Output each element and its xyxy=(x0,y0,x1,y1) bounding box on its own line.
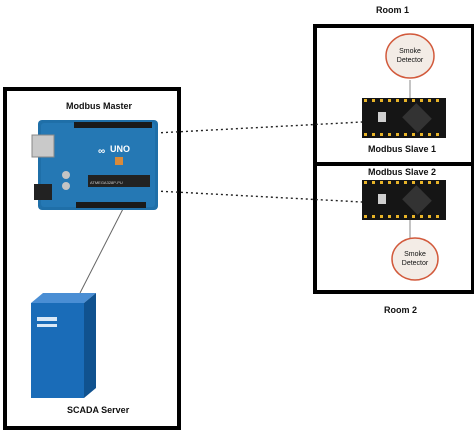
slave-2-board xyxy=(362,180,446,220)
slave-2-label: Modbus Slave 2 xyxy=(368,167,437,177)
scada-server-icon xyxy=(31,293,96,398)
arduino-chip-text: ATMEGA328P-PU xyxy=(90,180,123,185)
detector-2-line-2: Detector xyxy=(402,260,429,267)
arduino-uno-board: ∞ UNO ATMEGA328P-PU xyxy=(31,120,158,210)
detector-1-line-2: Detector xyxy=(397,57,424,64)
detector-1-line-1: Smoke xyxy=(399,48,421,55)
arduino-brand-text: UNO xyxy=(110,144,130,154)
slave-1-label: Modbus Slave 1 xyxy=(368,144,437,154)
master-label: Modbus Master xyxy=(66,101,133,111)
room-1-label: Room 1 xyxy=(376,5,410,15)
smoke-detector-2: Smoke Detector xyxy=(391,237,439,281)
link-master-slave2 xyxy=(155,190,363,203)
arduino-logo-text: ∞ xyxy=(98,146,105,157)
slave-1-board xyxy=(362,98,446,138)
room-2-label: Room 2 xyxy=(384,305,418,315)
link-master-scada xyxy=(79,204,126,294)
scada-label: SCADA Server xyxy=(67,405,130,415)
detector-2-line-1: Smoke xyxy=(404,251,426,258)
link-master-slave1 xyxy=(155,121,363,134)
smoke-detector-1: Smoke Detector xyxy=(385,33,435,79)
